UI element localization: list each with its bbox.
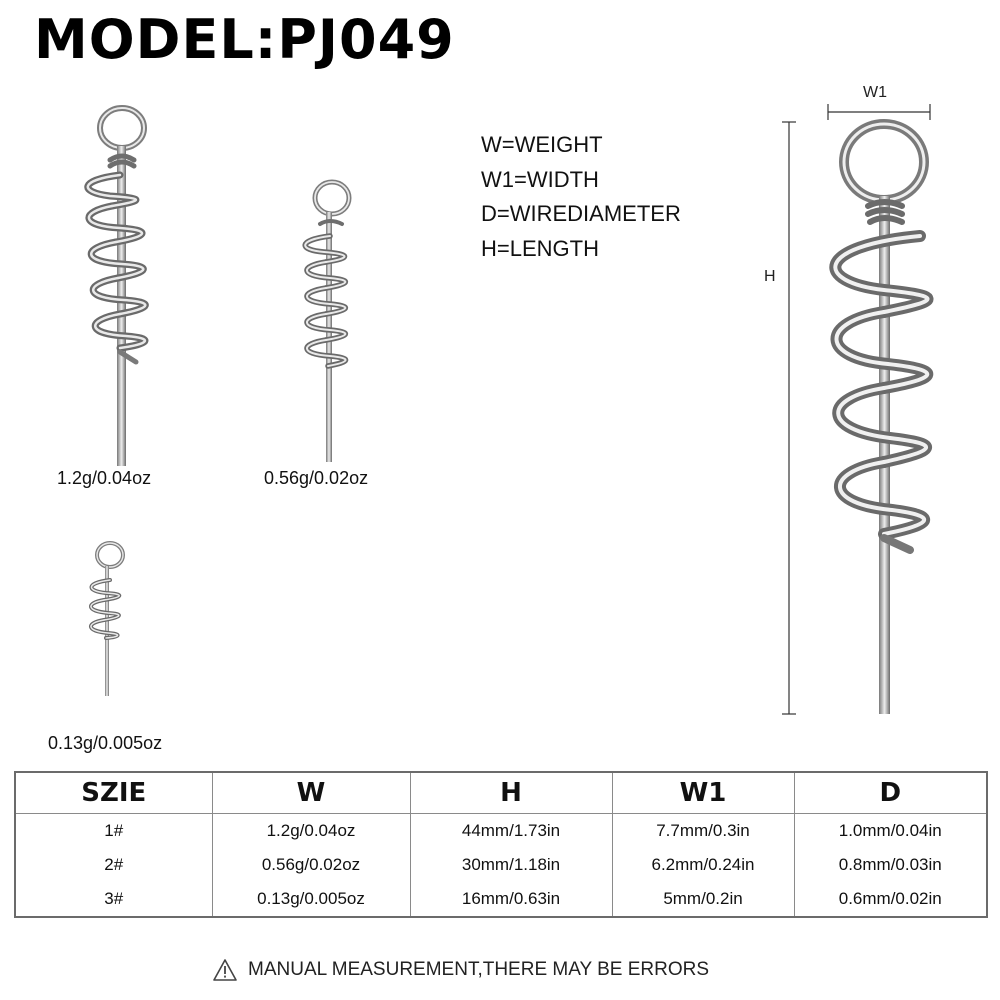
- height-dimension-label: H: [764, 268, 776, 285]
- cell-length: 30mm/1.18in: [409, 848, 612, 882]
- caption-large: 1.2g/0.04oz: [57, 468, 152, 488]
- cell-width: 6.2mm/0.24in: [611, 848, 794, 882]
- caption-small: 0.13g/0.005oz: [48, 733, 163, 753]
- cell-size: 3#: [104, 889, 124, 908]
- width-dimension-line: [827, 104, 931, 120]
- header-size: SZIE: [15, 772, 212, 814]
- width-dimension-label: W1: [863, 84, 887, 101]
- legend-wire-diameter: D=WIREDIAMETER: [481, 201, 681, 226]
- cell-size: 2#: [104, 855, 124, 874]
- cell-length: 16mm/0.63in: [409, 882, 612, 917]
- header-weight: W: [211, 772, 410, 814]
- spring-pin-dimensioned: [829, 119, 934, 714]
- spec-table: SZIE W H W1 D 1# 1.2g/0.04oz 44mm/1.73in…: [14, 771, 988, 918]
- legend-weight: W=WEIGHT: [481, 132, 603, 157]
- table-row: 3# 0.13g/0.005oz 16mm/0.63in 5mm/0.2in 0…: [15, 882, 987, 917]
- cell-weight: 0.13g/0.005oz: [211, 882, 410, 917]
- cell-diameter: 1.0mm/0.04in: [793, 813, 987, 848]
- page-title: MODEL:PJ049: [34, 8, 455, 71]
- warning-text: MANUAL MEASUREMENT,THERE MAY BE ERRORS: [248, 959, 710, 980]
- header-length: H: [409, 772, 612, 814]
- table-header-row: SZIE W H W1 D: [15, 772, 987, 814]
- cell-size: 1#: [104, 821, 124, 840]
- legend-length: H=LENGTH: [481, 235, 599, 261]
- cell-weight: 1.2g/0.04oz: [211, 813, 410, 848]
- cell-width: 5mm/0.2in: [611, 882, 794, 917]
- cell-length: 44mm/1.73in: [409, 813, 612, 848]
- header-width: W1: [611, 772, 794, 814]
- measurement-warning: MANUAL MEASUREMENT,THERE MAY BE ERRORS: [212, 958, 709, 982]
- spring-pin-small: [89, 541, 125, 696]
- cell-diameter: 0.8mm/0.03in: [793, 848, 987, 882]
- spec-legend: W=WEIGHT W1=WIDTH D=WIREDIAMETER H=LENGT…: [481, 128, 681, 266]
- height-dimension-line: [782, 121, 796, 715]
- legend-width: W1=WIDTH: [481, 166, 599, 192]
- cell-diameter: 0.6mm/0.02in: [793, 882, 987, 917]
- product-illustrations: [84, 104, 934, 715]
- table-row: 1# 1.2g/0.04oz 44mm/1.73in 7.7mm/0.3in 1…: [15, 813, 987, 848]
- cell-width: 7.7mm/0.3in: [611, 813, 794, 848]
- spring-pin-medium: [302, 179, 352, 462]
- spring-pin-large: [84, 105, 149, 466]
- header-diameter: D: [793, 772, 987, 814]
- warning-triangle-icon: [213, 959, 237, 981]
- caption-medium: 0.56g/0.02oz: [264, 468, 369, 488]
- cell-weight: 0.56g/0.02oz: [211, 848, 410, 882]
- table-row: 2# 0.56g/0.02oz 30mm/1.18in 6.2mm/0.24in…: [15, 848, 987, 882]
